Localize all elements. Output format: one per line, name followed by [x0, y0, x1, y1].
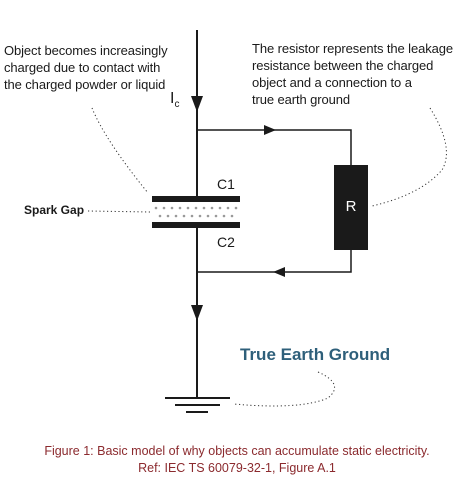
ground-symbol-icon	[165, 397, 230, 413]
leader-spark-gap	[87, 210, 151, 213]
figure-caption: Figure 1: Basic model of why objects can…	[0, 443, 474, 477]
branch-arrow-left	[273, 267, 285, 277]
caption-line-1: Figure 1: Basic model of why objects can…	[44, 444, 430, 458]
resistor-note-line-4: true earth ground	[252, 92, 351, 107]
object-note-line-1: Object becomes increasingly	[4, 43, 168, 58]
capacitor-plate-c2	[152, 222, 240, 228]
current-label-sub: c	[174, 99, 180, 111]
object-note-line-3: the charged powder or liquid	[4, 77, 166, 92]
capacitor-plate-c1	[152, 196, 240, 202]
current-label: Ic	[170, 90, 179, 110]
caption-line-2: Ref: IEC TS 60079-32-1, Figure A.1	[138, 461, 336, 475]
leader-ground	[233, 371, 336, 407]
leader-resistor-note	[371, 107, 447, 207]
resistor-label: R	[345, 198, 357, 215]
current-label-main: I	[170, 90, 175, 107]
resistor-note-line-3: object and a connection to a	[252, 75, 412, 90]
leader-object-note	[91, 107, 149, 194]
c2-label: C2	[217, 234, 235, 250]
ground-arrow	[191, 305, 203, 321]
resistor-branch-bottom	[197, 250, 352, 273]
branch-arrow-right	[264, 125, 276, 135]
resistor-branch-top	[197, 129, 352, 165]
resistor-note-line-1: The resistor represents the leakage	[252, 41, 453, 56]
c1-label: C1	[217, 176, 235, 192]
resistor-note-line-2: resistance between the charged	[252, 58, 434, 73]
resistor-body	[334, 165, 368, 250]
object-charged-note: Object becomes increasingly charged due …	[4, 42, 174, 93]
current-arrow	[191, 96, 203, 112]
spark-gap-dots	[154, 206, 238, 218]
leader-lines	[87, 107, 447, 407]
spark-gap-label: Spark Gap	[24, 203, 85, 217]
object-note-line-2: charged due to contact with	[4, 60, 161, 75]
resistor-note: The resistor represents the leakage resi…	[252, 40, 467, 108]
true-earth-ground-label: True Earth Ground	[240, 345, 391, 364]
